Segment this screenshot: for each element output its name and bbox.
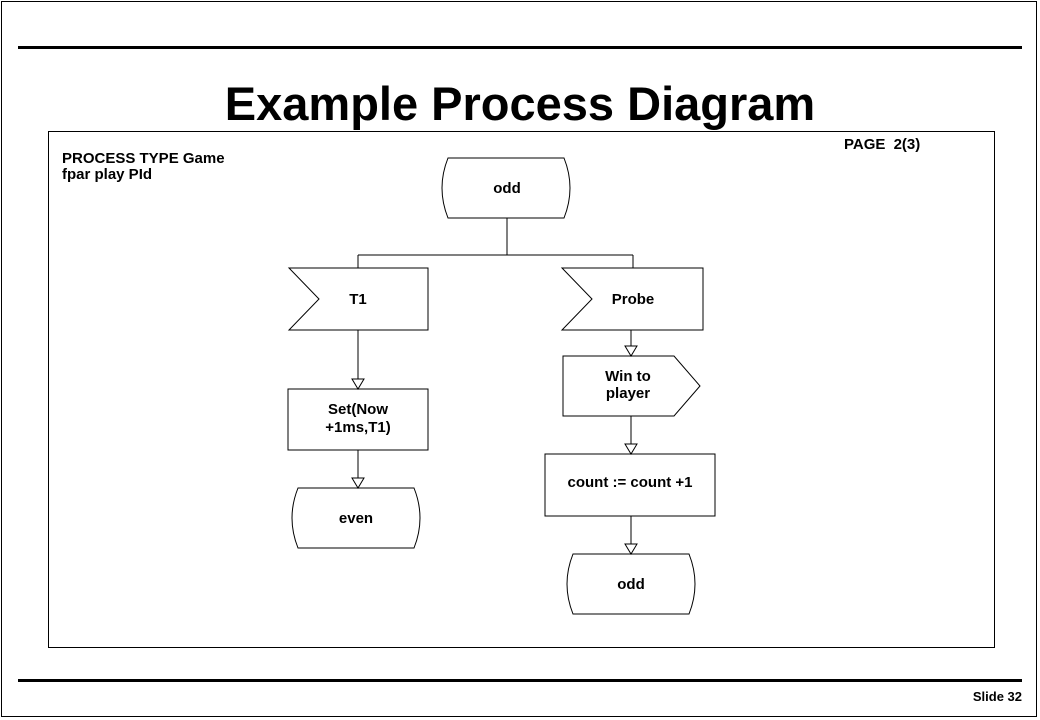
task-set-now-line1: Set(Now (328, 401, 388, 418)
page-label: PAGE 2(3) (844, 136, 921, 153)
arrowhead-right-3 (624, 543, 638, 555)
output-line1: Win to (605, 368, 651, 385)
arrowhead-right-2 (624, 443, 638, 455)
fpar-label: fpar play PId (62, 166, 153, 183)
task-count-label: count := count +1 (567, 474, 692, 491)
state-even-shape (291, 487, 421, 549)
diagram-frame (48, 131, 995, 648)
top-rule (18, 46, 1022, 49)
arrowhead-right-1 (624, 345, 638, 357)
input-probe-shape (560, 267, 704, 331)
slide-number: Slide 32 (972, 689, 1022, 704)
state-odd-bottom-label: odd (617, 576, 645, 593)
state-even-label: even (339, 510, 373, 527)
task-set-now-line2: +1ms,T1) (325, 419, 390, 436)
task-count-shape (544, 453, 716, 517)
bottom-rule (18, 679, 1022, 682)
process-type-label: PROCESS TYPE Game (62, 150, 225, 167)
slide-title: Example Process Diagram (224, 77, 816, 130)
state-top-label: odd (493, 180, 521, 197)
input-t1-label: T1 (349, 291, 367, 308)
state-top-shape (441, 157, 571, 219)
output-win-to-player-shape (562, 355, 701, 417)
output-line2: player (606, 385, 650, 402)
input-probe-label: Probe (612, 291, 655, 308)
state-odd-bottom-shape (566, 553, 696, 615)
arrowhead-left-1 (351, 378, 365, 390)
arrowhead-left-2 (351, 477, 365, 489)
